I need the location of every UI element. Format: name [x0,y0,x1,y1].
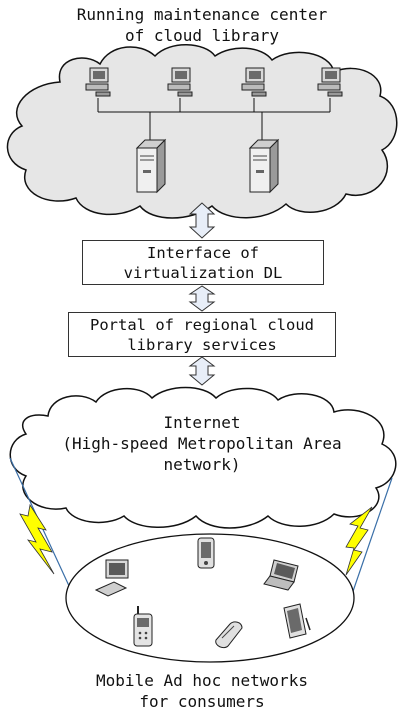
adhoc-network-title: Mobile Ad hoc networks for consumers [96,671,308,711]
lightning-bolt-icon [345,506,373,576]
flip-phone-icon [215,621,243,649]
wireless-link-line-right [349,477,393,601]
cell-phone-icon [133,606,153,647]
desktop-computer-icon [167,67,193,97]
internet-label: Internet (High-speed Metropolitan Area n… [62,413,342,474]
server-tower-icon [135,138,167,194]
maintenance-center-title: Running maintenance center of cloud libr… [76,5,328,45]
portal-regional-services-box: Portal of regional cloud library service… [68,312,336,357]
double-arrow-icon [188,202,216,239]
smartphone-icon [197,537,215,569]
lightning-bolt-icon [19,503,55,575]
laptop-icon [263,559,299,591]
desktop-computer-icon [241,67,267,97]
desktop-computer-icon [94,559,129,597]
desktop-computer-icon [317,67,343,97]
interface-virtualization-box: Interface of virtualization DL [82,240,324,285]
server-network-lines [97,98,331,140]
double-arrow-icon [188,356,216,386]
double-arrow-icon [188,285,216,312]
desktop-computer-icon [85,67,111,97]
tablet-pda-icon [283,603,311,639]
server-tower-icon [248,138,280,194]
